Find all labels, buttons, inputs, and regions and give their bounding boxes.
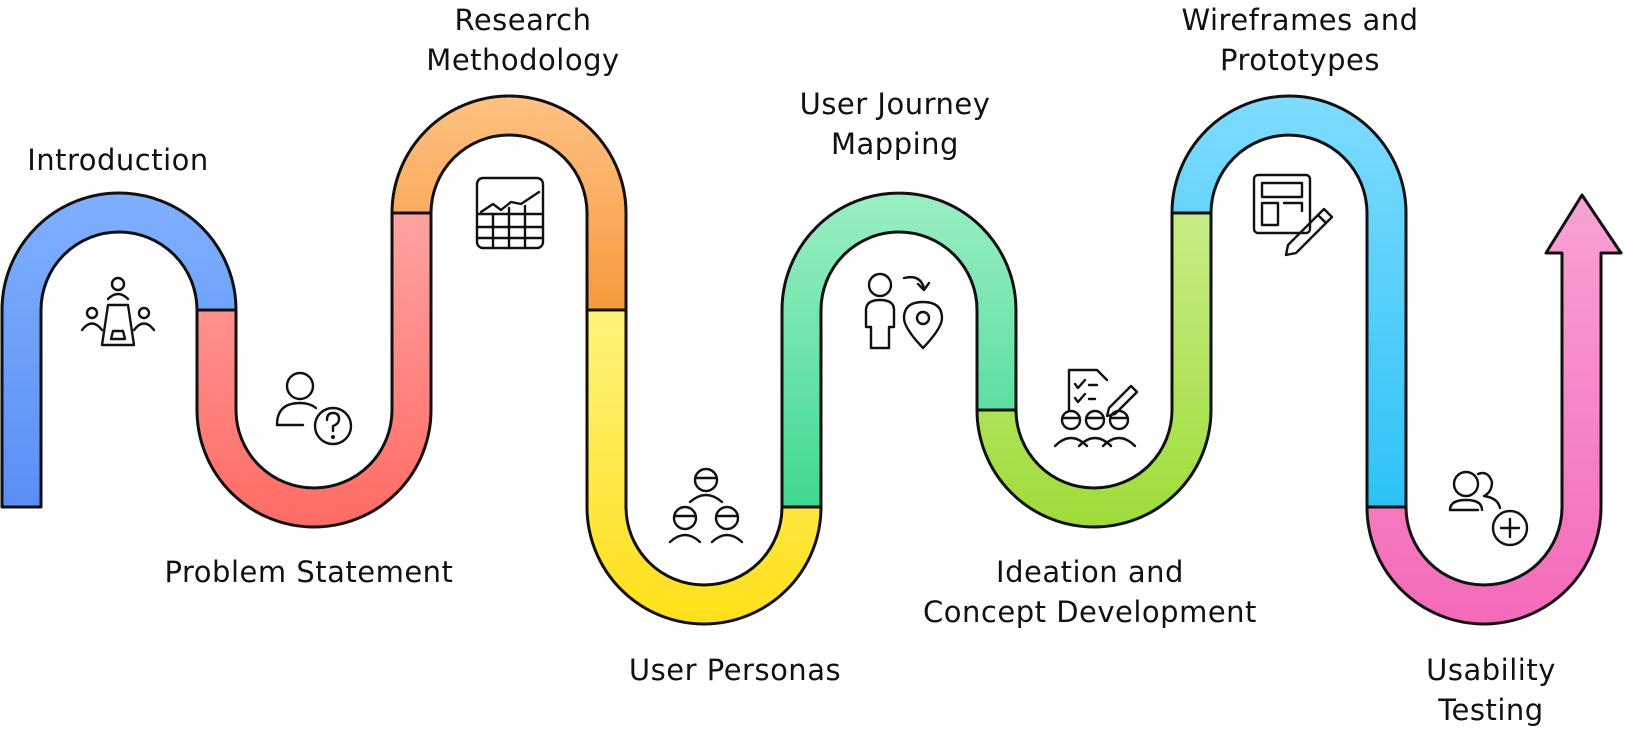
label-user-personas: User Personas (590, 650, 880, 690)
user-question-icon (275, 371, 353, 446)
label-line: Wireframes and (1181, 3, 1419, 37)
wireframe-pencil-icon (1252, 173, 1334, 257)
segment-usability-testing (1365, 193, 1623, 626)
label-line: Usability (1426, 653, 1556, 687)
meeting-table-icon (80, 276, 156, 347)
segment-research-methodology (390, 94, 628, 312)
users-add-icon (1448, 470, 1529, 547)
label-problem-statement: Problem Statement (128, 552, 490, 592)
label-research-methodology: Research Methodology (388, 0, 658, 80)
segment-user-journey-mapping (780, 191, 1018, 509)
label-wireframes-prototypes: Wireframes and Prototypes (1140, 0, 1460, 80)
label-line: Introduction (27, 143, 209, 177)
label-line: Ideation and (996, 555, 1184, 589)
chart-grid-icon (475, 176, 545, 250)
user-location-icon (864, 272, 944, 350)
label-line: Mapping (831, 127, 959, 161)
segment-wireframes-prototypes (1170, 94, 1408, 509)
label-line: User Personas (628, 653, 842, 687)
label-line: Testing (1438, 693, 1544, 727)
segment-introduction (0, 191, 238, 509)
segment-ideation-concept-development (975, 211, 1213, 529)
team-checklist-icon (1053, 368, 1139, 448)
label-line: User Journey (799, 87, 991, 121)
label-introduction: Introduction (0, 140, 238, 180)
segment-problem-statement (195, 211, 433, 529)
label-user-journey-mapping: User Journey Mapping (760, 84, 1030, 164)
segment-user-personas (585, 308, 823, 626)
label-ideation-concept-development: Ideation and Concept Development (880, 552, 1300, 632)
label-line: Prototypes (1219, 43, 1380, 77)
label-usability-testing: Usability Testing (1396, 650, 1586, 730)
label-line: Methodology (426, 43, 620, 77)
label-line: Problem Statement (164, 555, 454, 589)
persona-group-icon (668, 467, 744, 544)
label-line: Research (454, 3, 592, 37)
label-line: Concept Development (923, 595, 1257, 629)
